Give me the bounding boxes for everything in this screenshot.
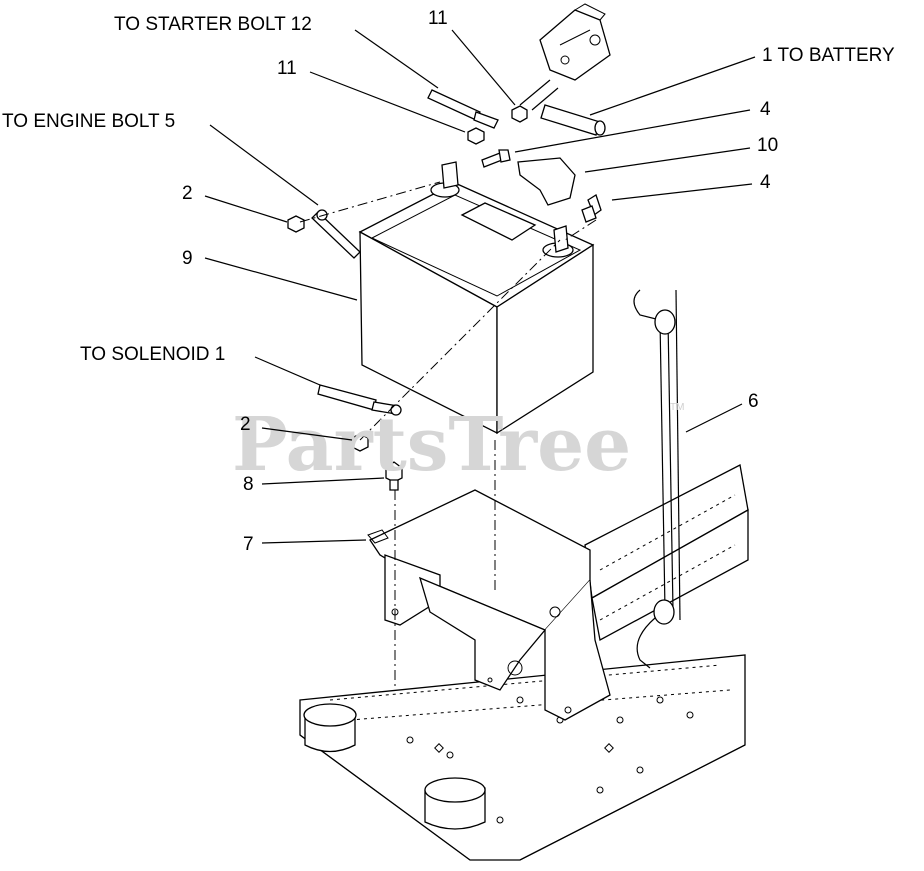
isolator-right [424,777,486,830]
callout-to-solenoid: TO SOLENOID 1 [80,344,225,365]
callout-2-lower: 2 [240,414,251,435]
frame-plate [299,654,746,861]
nut-11-top [511,105,528,123]
bolt-4-upper [481,149,511,168]
cable-to-battery [519,79,606,136]
nut-2-lower [351,433,369,452]
hold-down-rod [633,289,681,669]
callout-6: 6 [748,391,759,412]
callout-11-left: 11 [277,58,297,79]
explode-lines [299,181,597,690]
callout-8: 8 [243,474,254,495]
battery-tray [367,489,611,721]
callout-2-upper: 2 [182,183,193,204]
callout-4-upper: 4 [760,99,771,120]
cable-to-engine [311,209,361,259]
callout-10: 10 [757,135,778,156]
leader-lines [204,29,756,544]
callout-to-starter-bolt: TO STARTER BOLT 12 [114,14,312,35]
cable-to-solenoid [317,384,402,416]
watermark-trademark: TM [670,402,684,413]
watermark-text: PartsTree [232,402,631,488]
side-rail [584,464,749,641]
nut-11-left [467,127,485,145]
terminal-tabs [441,161,569,253]
isolator-left [303,703,357,753]
callout-9: 9 [182,248,193,269]
bolt-4-lower [581,194,602,223]
callout-to-battery: 1 TO BATTERY [762,45,895,66]
watermark: PartsTree TM [232,402,684,488]
callout-labels: TO STARTER BOLT 12 11 1 TO BATTERY 11 4 … [2,8,895,555]
nut-2-upper [287,215,305,233]
callout-7: 7 [243,534,254,555]
callout-11-top: 11 [428,8,448,29]
battery [358,182,595,435]
cable-to-starter [427,89,499,129]
callout-to-engine-bolt: TO ENGINE BOLT 5 [2,111,175,132]
terminal-cover [517,157,576,206]
disconnect-switch [539,3,611,81]
callout-4-lower: 4 [760,172,771,193]
bolt-8 [385,461,403,491]
